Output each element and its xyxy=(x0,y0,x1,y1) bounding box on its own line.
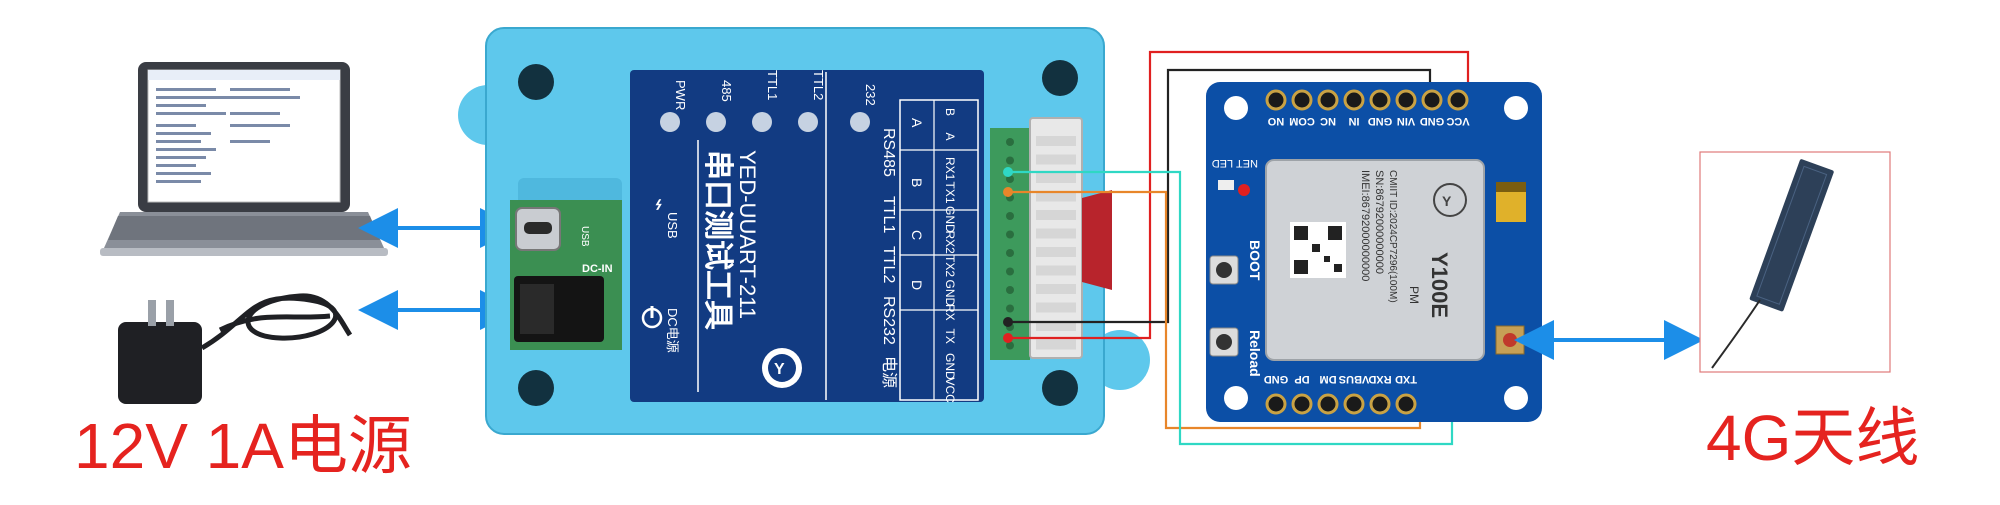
terminal-screw[interactable] xyxy=(1006,138,1014,146)
product-model: YED-UUART-211 xyxy=(735,150,760,319)
header-pin[interactable] xyxy=(1345,91,1363,109)
header-pin[interactable] xyxy=(1371,395,1389,413)
dc-power-label: DC电源 xyxy=(665,308,680,353)
power-adapter xyxy=(118,296,350,404)
laptop xyxy=(100,62,388,256)
header-pin-label: NC xyxy=(1320,115,1336,127)
terminal-screw[interactable] xyxy=(1006,268,1014,276)
terminal-rib xyxy=(1036,303,1076,313)
section-rs485: RS485 xyxy=(880,128,897,177)
pin-b-11: VCC xyxy=(943,378,957,404)
header-pin[interactable] xyxy=(1319,91,1337,109)
section-ttl1: TTL1 xyxy=(880,196,897,233)
pin-b-3: TX1 xyxy=(943,182,957,204)
header-pin[interactable] xyxy=(1397,91,1415,109)
header-pin-label: VCC xyxy=(1446,115,1469,127)
header-pin-label: GND xyxy=(1420,115,1445,127)
led-label-pwr: PWR xyxy=(673,80,688,110)
usb-label: USB xyxy=(665,212,680,239)
header-pin-label: IN xyxy=(1348,115,1359,127)
antenna-4g-label: 4G天线 xyxy=(1706,406,1919,470)
pin-a-3: D xyxy=(909,280,925,290)
header-pin-label: RXD xyxy=(1368,373,1391,385)
terminal-rib xyxy=(1036,210,1076,220)
header-pin-label: GND xyxy=(1264,373,1289,385)
terminal-rib xyxy=(1036,136,1076,146)
jack-label: USB xyxy=(579,226,590,247)
pin-b-9: TX xyxy=(943,329,957,344)
header-pin[interactable] xyxy=(1293,395,1311,413)
pin-b-1: A xyxy=(943,133,957,141)
terminal-rib xyxy=(1036,173,1076,183)
pin-b-7: GND xyxy=(943,280,957,307)
terminal-rib xyxy=(1036,284,1076,294)
led-label-485: 485 xyxy=(719,80,734,102)
header-pin-label: TXD xyxy=(1395,373,1417,385)
led-label-ttl1: TTL1 xyxy=(765,70,780,100)
header-pin[interactable] xyxy=(1449,91,1467,109)
header-pin-label: NO xyxy=(1267,115,1284,127)
module-name: Y100E xyxy=(1427,252,1452,318)
header-pin[interactable] xyxy=(1267,395,1285,413)
terminal-screw[interactable] xyxy=(1006,249,1014,257)
terminal-rib xyxy=(1036,340,1076,350)
terminal-screw[interactable] xyxy=(1006,286,1014,294)
header-pin[interactable] xyxy=(1267,91,1285,109)
terminal-rib xyxy=(1036,247,1076,257)
header-pin-label: VIN xyxy=(1397,115,1415,127)
header-pin[interactable] xyxy=(1371,91,1389,109)
terminal-rib xyxy=(1036,229,1076,239)
power-supply-label: 12V 1A电源 xyxy=(74,414,412,478)
antenna xyxy=(1700,152,1890,372)
terminal-screw[interactable] xyxy=(1006,231,1014,239)
brand-logo: Y xyxy=(762,348,802,388)
terminal-rib xyxy=(1036,266,1076,276)
terminal-screw[interactable] xyxy=(1006,157,1014,165)
header-pin[interactable] xyxy=(1397,395,1415,413)
header-pin-label: GND xyxy=(1368,115,1393,127)
pin-a-2: C xyxy=(909,230,925,240)
pin-b-6: TX2 xyxy=(943,255,957,277)
chip-line-0: SN:86792000000000 xyxy=(1373,170,1385,274)
pin-b-0: B xyxy=(943,108,957,116)
terminal-rib xyxy=(1036,155,1076,165)
svg-text:Y: Y xyxy=(774,361,785,378)
terminal-screw[interactable] xyxy=(1006,305,1014,313)
header-pin[interactable] xyxy=(1293,91,1311,109)
header-pin[interactable] xyxy=(1423,91,1441,109)
chip-brand: PM xyxy=(1407,286,1421,304)
header-pin[interactable] xyxy=(1345,395,1363,413)
section-power: 电源 xyxy=(880,356,898,388)
dc-in-label: DC-IN xyxy=(582,263,613,275)
section-ttl2: TTL2 xyxy=(880,246,897,283)
header-pin[interactable] xyxy=(1319,395,1337,413)
section-rs232: RS232 xyxy=(880,296,897,345)
pin-a-1: B xyxy=(909,178,925,187)
svg-text:Y: Y xyxy=(1442,193,1452,209)
chip-line-2: CMIIT ID:2024CP7296(100M) xyxy=(1387,170,1398,303)
boot-label: BOOT xyxy=(1247,240,1263,281)
chip-line-1: IMEI:86792000000000 xyxy=(1359,170,1371,281)
usb-symbol-icon: ⌁ xyxy=(647,198,672,211)
pin-b-10: GND xyxy=(943,353,957,380)
pin-a-0: A xyxy=(909,118,925,128)
product-name: 串口测试工具 xyxy=(701,150,734,330)
header-pin-label: DP xyxy=(1294,373,1309,385)
serial-test-tool: USB DC-IN PWR 485 TTL1 TTL2 232 ⌁ USB DC… xyxy=(458,28,1150,434)
pin-b-8: RX xyxy=(943,304,957,321)
pin-b-4: GND xyxy=(943,206,957,233)
header-pin-label: DM xyxy=(1319,373,1336,385)
header-pin-label: COM xyxy=(1289,115,1315,127)
net-led-label: NET LED xyxy=(1212,157,1258,169)
reload-label: Reload xyxy=(1247,330,1263,377)
pin-b-2: RX1 xyxy=(943,157,957,181)
led-label-ttl2: TTL2 xyxy=(811,70,826,100)
pin-b-5: RX2 xyxy=(943,231,957,255)
terminal-screw[interactable] xyxy=(1006,212,1014,220)
header-pin-label: VBUS xyxy=(1339,373,1370,385)
led-label-232: 232 xyxy=(863,84,878,106)
